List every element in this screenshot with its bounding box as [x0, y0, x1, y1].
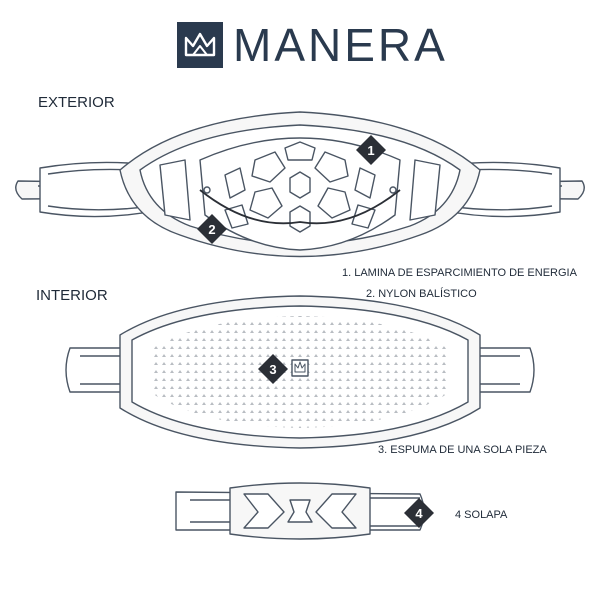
interior-harness [65, 295, 535, 449]
brand-name: MANERA [233, 19, 448, 71]
badge-2-label: 2 [208, 222, 215, 237]
legend-item-3: 3. ESPUMA DE UNA SOLA PIEZA [378, 444, 547, 456]
legend-item-1: 1. LAMINA DE ESPARCIMIENTO DE ENERGIA [342, 267, 577, 279]
spreader-cable [199, 189, 401, 225]
badge-4-label: 4 [415, 506, 423, 521]
legend-item-2: 2. NYLON BALÍSTICO [366, 288, 477, 300]
exterior-energy-plate [199, 137, 401, 251]
exterior-harness [15, 111, 585, 258]
badge-3-label: 3 [269, 362, 276, 377]
badge-2: 2 [197, 214, 227, 244]
badge-3: 3 [258, 354, 288, 384]
badge-1: 1 [356, 135, 386, 165]
flap-strap [175, 482, 425, 540]
plate-cutouts [224, 141, 376, 233]
legend-item-4: 4 SOLAPA [455, 509, 508, 521]
section-exterior: EXTERIOR [38, 94, 115, 111]
section-interior: INTERIOR [36, 287, 108, 304]
crown-logo-icon [177, 22, 223, 68]
brand-logo: MANERA [177, 22, 448, 68]
badge-4: 4 [404, 498, 434, 528]
badge-1-label: 1 [367, 143, 374, 158]
